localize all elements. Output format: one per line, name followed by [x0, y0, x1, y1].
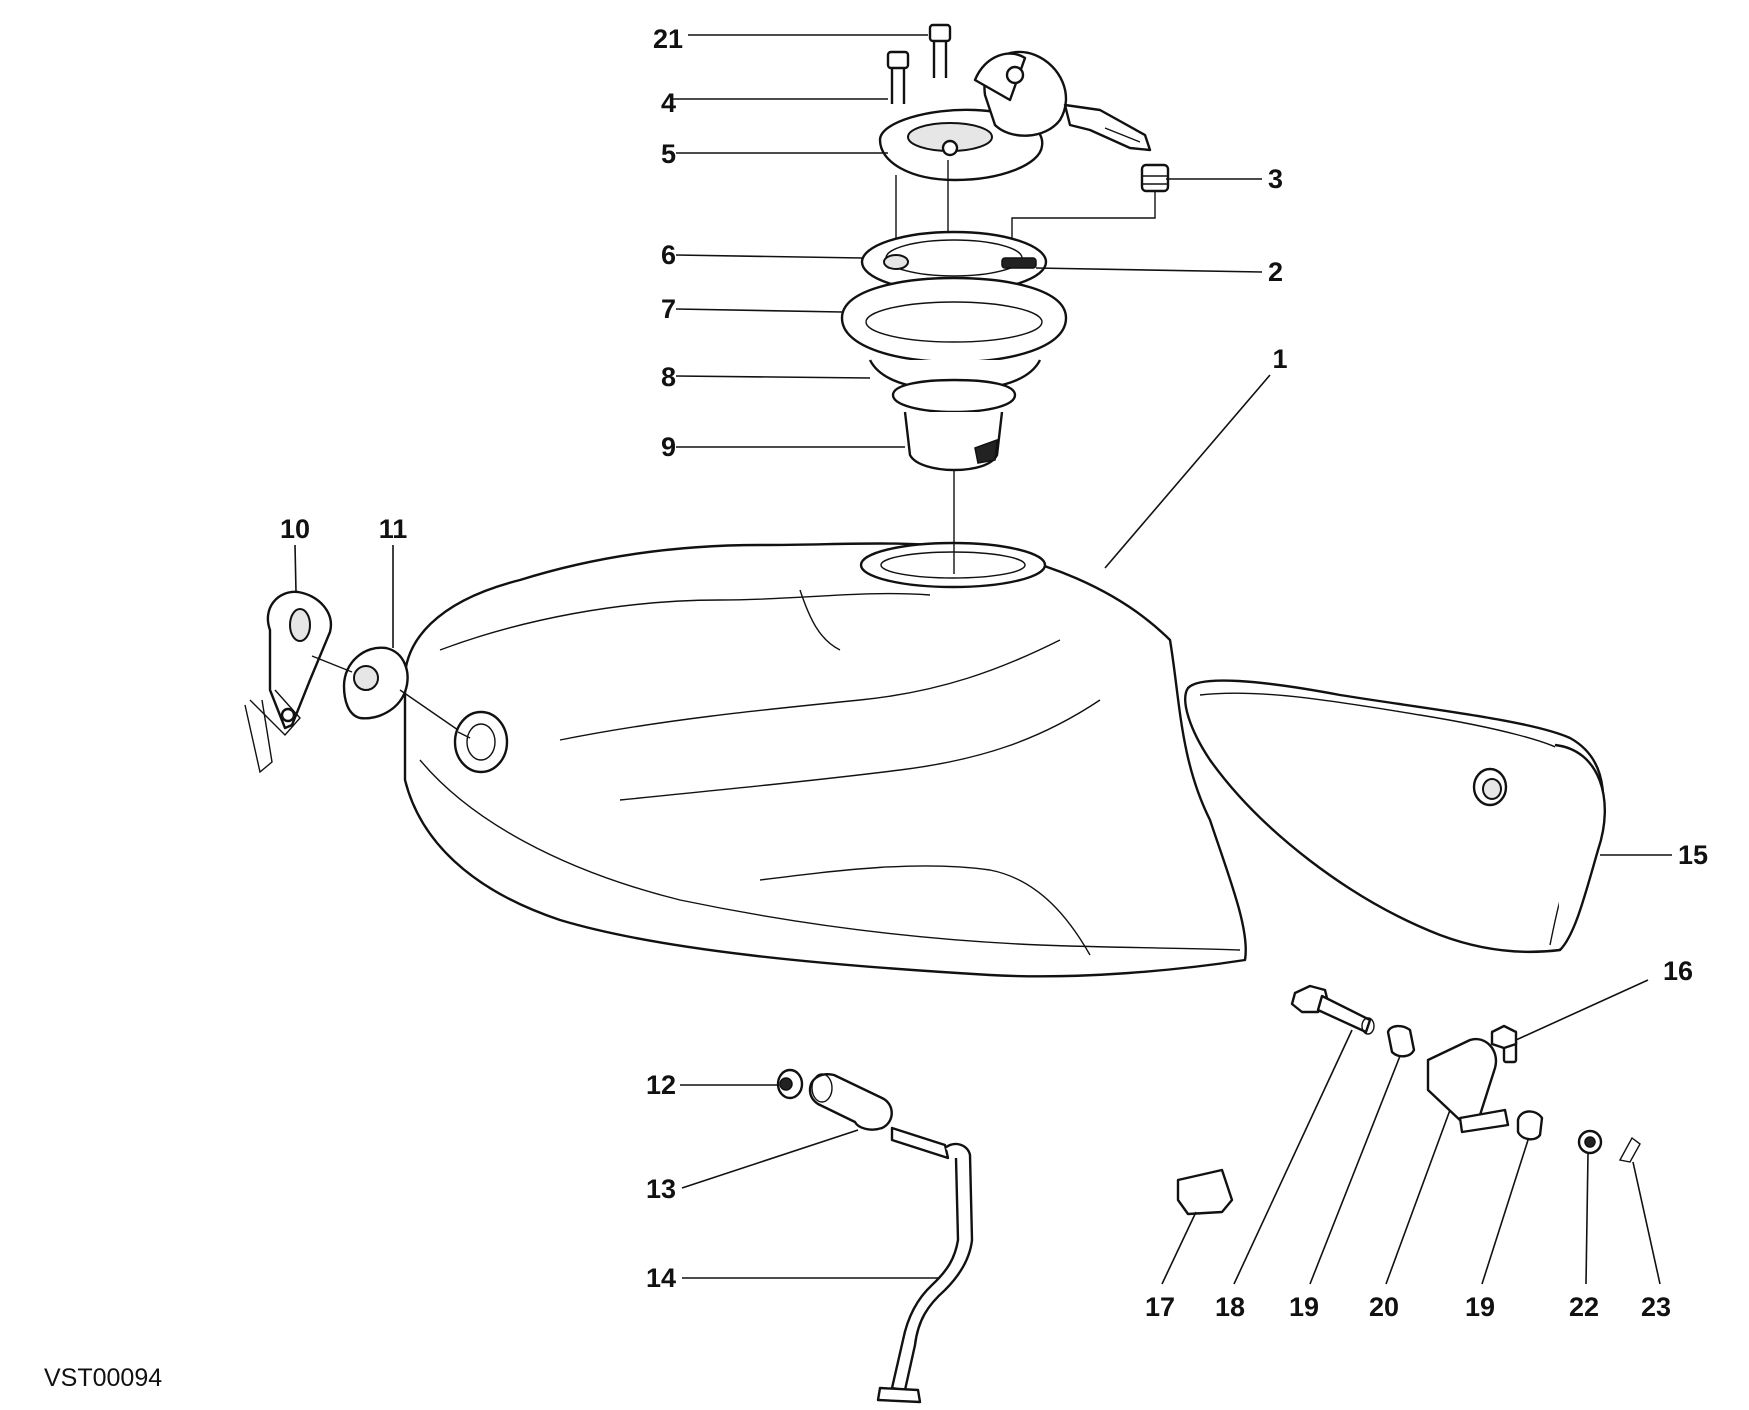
leader-lines [294, 34, 1672, 1285]
callout-21: 21 [653, 24, 683, 54]
knee-pad [1184, 679, 1606, 954]
callout-14: 14 [646, 1263, 676, 1293]
fuel-tank [403, 541, 1247, 978]
callout-12: 12 [646, 1070, 676, 1100]
callout-10: 10 [280, 514, 310, 544]
callout-6: 6 [661, 240, 676, 270]
callout-7: 7 [661, 294, 676, 324]
callout-4: 4 [661, 88, 676, 118]
callout-3: 3 [1268, 164, 1283, 194]
reference-code: VST00094 [44, 1364, 162, 1392]
callout-18: 18 [1215, 1292, 1245, 1322]
callout-13: 13 [646, 1174, 676, 1204]
callout-9: 9 [661, 432, 676, 462]
filler-neck-stack [840, 230, 1068, 574]
callout-22: 22 [1569, 1292, 1599, 1322]
callout-labels: 21 4 5 3 6 2 7 8 9 1 10 11 15 16 12 13 1… [280, 24, 1708, 1322]
callout-17: 17 [1145, 1292, 1175, 1322]
callout-8: 8 [661, 362, 676, 392]
callout-23: 23 [1641, 1292, 1671, 1322]
tank-mount-bracket [244, 590, 459, 774]
callout-5: 5 [661, 139, 676, 169]
callout-11: 11 [379, 514, 408, 544]
callout-2: 2 [1268, 257, 1283, 287]
tank-hinge-assembly [1176, 984, 1641, 1216]
breather-pipe-assembly [776, 1068, 974, 1404]
callout-19b: 19 [1465, 1292, 1495, 1322]
callout-20: 20 [1369, 1292, 1399, 1322]
callout-16: 16 [1663, 956, 1693, 986]
filler-cap-assembly [878, 23, 1170, 258]
callout-15: 15 [1678, 840, 1708, 870]
callout-1: 1 [1272, 344, 1287, 374]
callout-19a: 19 [1289, 1292, 1319, 1322]
